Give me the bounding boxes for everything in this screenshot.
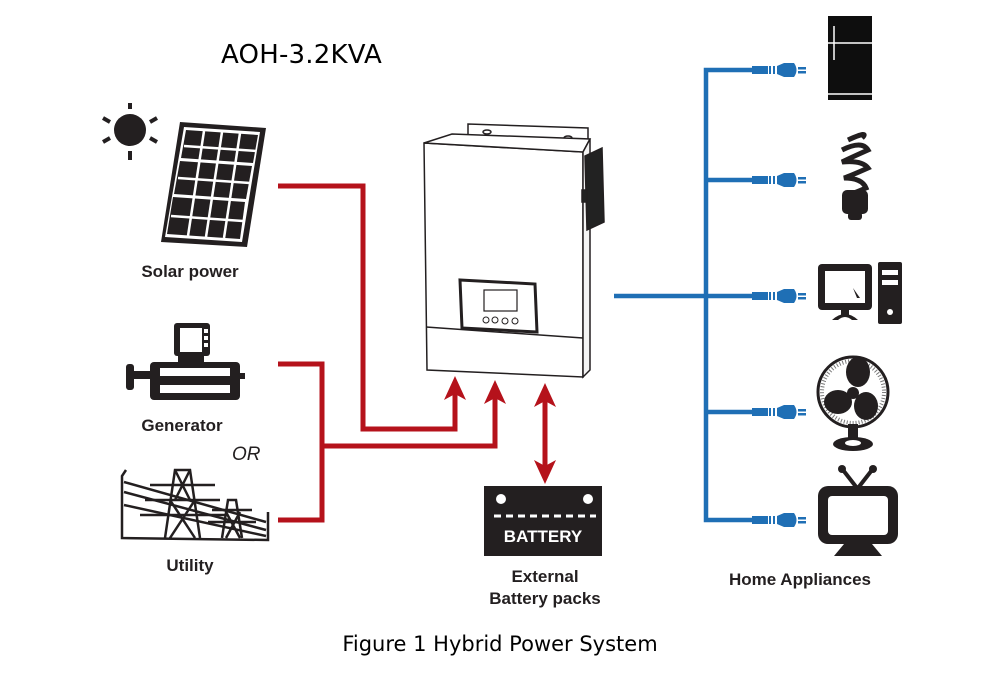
sun-icon xyxy=(102,103,158,160)
utility-label: Utility xyxy=(166,556,214,575)
battery-icon-text: BATTERY xyxy=(504,527,583,546)
input-power-lines xyxy=(278,183,548,523)
solar-arrowhead xyxy=(444,376,466,400)
solar-power-label: Solar power xyxy=(141,262,239,281)
plug-icon-refrigerator xyxy=(752,63,806,77)
television-icon xyxy=(818,465,898,556)
home-appliances-label: Home Appliances xyxy=(728,570,872,589)
inverter-unit xyxy=(423,123,605,379)
solar-panel-icon xyxy=(161,122,266,247)
external-battery-label: External Battery packs xyxy=(470,566,620,610)
control-buttons xyxy=(482,316,519,325)
plug-icon-computer xyxy=(752,289,806,303)
battery-icon: BATTERY xyxy=(484,486,602,556)
light-bulb-icon xyxy=(840,132,872,220)
generator-label: Generator xyxy=(141,416,223,435)
generator-icon xyxy=(126,323,245,400)
figure-caption: Figure 1 Hybrid Power System xyxy=(342,632,658,656)
battery-arrowhead-up xyxy=(534,383,556,407)
refrigerator-icon xyxy=(828,16,872,100)
computer-icon xyxy=(818,262,902,324)
external-battery-label-line2: Battery packs xyxy=(489,589,601,608)
plug-group xyxy=(752,63,806,527)
plug-icon-television xyxy=(752,513,806,527)
battery-arrowhead-down xyxy=(534,460,556,484)
fan-icon xyxy=(816,355,890,451)
arrowheads xyxy=(444,376,556,484)
plug-icon-light-bulb xyxy=(752,173,806,187)
model-title: AOH-3.2KVA xyxy=(221,40,383,70)
grid-line xyxy=(322,395,498,449)
external-battery-label-line1: External xyxy=(511,567,579,586)
utility-pylon-icon xyxy=(120,468,270,542)
solar-line xyxy=(278,183,458,432)
plug-icon-fan xyxy=(752,405,806,419)
generator-line xyxy=(278,361,325,523)
grid-arrowhead xyxy=(484,380,506,404)
output-power-lines xyxy=(614,67,752,523)
or-label: OR xyxy=(232,444,261,465)
